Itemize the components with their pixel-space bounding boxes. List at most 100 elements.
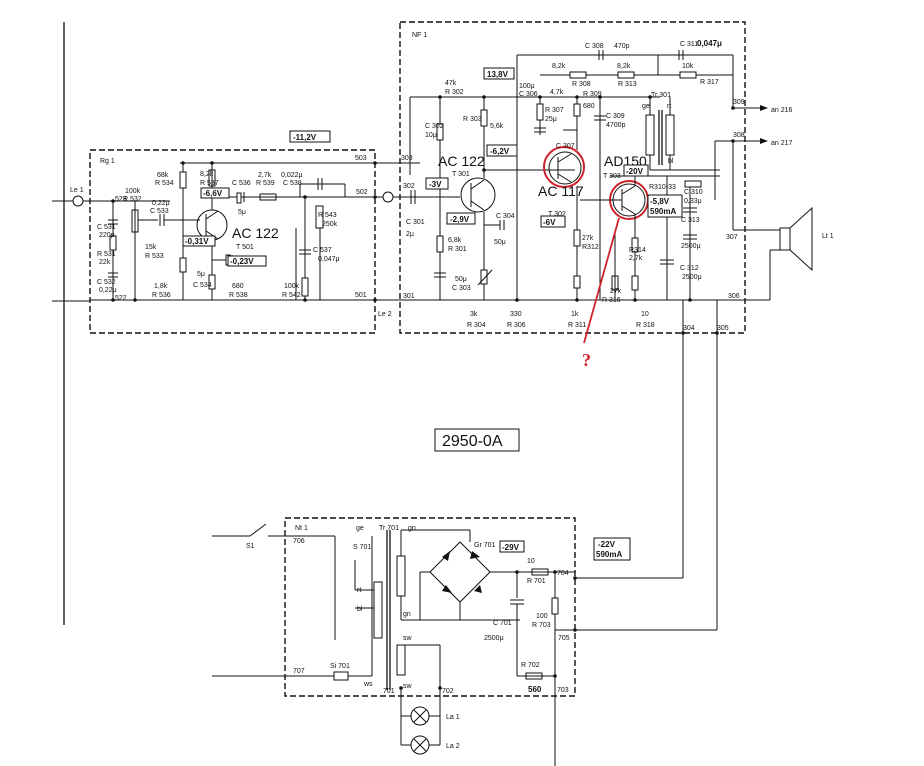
svg-text:100k: 100k [125,188,141,195]
svg-text:R 306: R 306 [507,322,526,329]
svg-text:R 533: R 533 [145,253,164,260]
svg-text:an 216: an 216 [771,107,793,114]
svg-text:C 306: C 306 [519,91,538,98]
svg-text:sw: sw [403,635,413,642]
svg-text:10μ: 10μ [425,132,437,139]
t301-type: AC 122 [438,153,485,169]
svg-text:C 532: C 532 [97,279,116,286]
svg-text:R 318: R 318 [636,322,655,329]
svg-text:S 701: S 701 [353,544,371,551]
transistor-t301 [460,177,496,213]
svg-text:25μ: 25μ [545,116,557,123]
svg-text:0,022μ: 0,022μ [281,172,303,179]
svg-text:0,047μ: 0,047μ [318,256,340,263]
svg-text:701: 701 [383,688,395,695]
svg-text:0,33μ: 0,33μ [684,198,702,205]
svg-text:306: 306 [728,293,740,300]
bridge-rectifier-gr701 [429,541,491,603]
svg-text:C 311: C 311 [680,41,698,48]
connector-le2 [382,191,394,203]
svg-text:C 538: C 538 [283,180,302,187]
svg-text:Lt 1: Lt 1 [822,233,834,240]
t302-label: T 302 [548,211,566,218]
svg-text:2500μ: 2500μ [682,274,702,281]
svg-text:50μ: 50μ [455,276,467,283]
svg-text:8,2k: 8,2k [200,171,214,178]
block-nf1-label: NF 1 [412,32,427,39]
block-rg1-label: Rg 1 [100,158,115,165]
svg-text:-22V: -22V [598,540,616,549]
svg-text:-2,9V: -2,9V [450,215,470,224]
t303-label: T 303 [603,173,621,180]
svg-text:R 532: R 532 [123,196,142,203]
svg-text:C 308: C 308 [585,43,604,50]
speaker-lt1 [779,206,813,272]
t302-type: AC 117 [538,183,584,199]
svg-text:R 307: R 307 [545,107,564,114]
svg-text:2950-0A: 2950-0A [442,433,503,450]
connector-le2-label: Le 2 [378,311,392,318]
rg-labels: 523 522 C 531 220p R 531 22k C 532 0,22μ… [97,155,368,302]
svg-text:C 536: C 536 [232,180,251,187]
svg-text:250k: 250k [322,221,338,228]
svg-text:503: 503 [355,155,367,162]
svg-text:C 533: C 533 [150,208,169,215]
svg-text:27k: 27k [582,235,594,242]
svg-text:ws: ws [363,681,373,688]
svg-text:308: 308 [733,132,745,139]
svg-text:C 537: C 537 [313,247,332,254]
svg-text:C 303: C 303 [452,285,471,292]
svg-text:Gr 701: Gr 701 [474,542,496,549]
svg-text:4,7k: 4,7k [550,89,564,96]
svg-text:590mA: 590mA [650,207,676,216]
svg-text:680: 680 [232,283,244,290]
svg-text:R 311: R 311 [568,322,586,329]
svg-text:10k: 10k [682,63,694,70]
svg-text:sw: sw [403,683,413,690]
svg-text:302: 302 [403,183,415,190]
svg-text:560: 560 [528,685,542,694]
svg-text:-3V: -3V [429,180,442,189]
t501-voltage-badges: -6,6V -0,31V -0,23V [182,187,267,267]
block-rg1 [89,149,376,334]
transistor-t302 [548,151,582,185]
svg-text:707: 707 [293,668,305,675]
svg-text:27k: 27k [610,288,622,295]
svg-text:100μ: 100μ [519,83,535,90]
nf-voltage-badges: 13,8V -3V -2,9V -6,2V -6V -20V -5,8V 590… [425,67,683,228]
svg-text:S1: S1 [246,543,255,550]
svg-text:309: 309 [733,99,745,106]
svg-text:470p: 470p [614,43,630,50]
svg-text:R 538: R 538 [229,292,248,299]
svg-text:705: 705 [558,635,570,642]
svg-text:2500μ: 2500μ [681,243,701,250]
svg-text:R 308: R 308 [572,81,591,88]
svg-text:R 313: R 313 [618,81,637,88]
nt-labels: S1 706 707 ge S 701 Tr 701 gn rt bl gn s… [246,525,570,750]
svg-text:rt: rt [357,587,361,594]
svg-text:1k: 1k [571,311,579,318]
svg-text:68k: 68k [157,172,169,179]
svg-text:220p: 220p [99,232,115,239]
svg-text:4700p: 4700p [606,122,626,129]
svg-text:ge: ge [356,525,364,532]
svg-text:5μ: 5μ [238,209,246,216]
svg-text:R 534: R 534 [155,180,174,187]
highlight-circle-t302 [543,146,585,188]
svg-text:C 310: C 310 [684,189,703,196]
svg-text:706: 706 [293,538,305,545]
svg-text:305: 305 [717,325,729,332]
lamp-la2 [410,735,430,755]
svg-text:R 536: R 536 [152,292,171,299]
svg-text:307: 307 [726,234,738,241]
nt-voltage-badges: -29V -22V 590mA [499,537,631,561]
svg-text:22k: 22k [99,259,111,266]
svg-text:523: 523 [115,196,127,203]
svg-text:-6,6V: -6,6V [203,189,223,198]
svg-text:2μ: 2μ [406,231,414,238]
svg-text:C 313: C 313 [681,217,700,224]
svg-text:-0,31V: -0,31V [185,237,209,246]
svg-text:ge: ge [642,103,650,110]
t301-label: T 301 [452,171,470,178]
svg-text:6,8k: 6,8k [448,237,462,244]
